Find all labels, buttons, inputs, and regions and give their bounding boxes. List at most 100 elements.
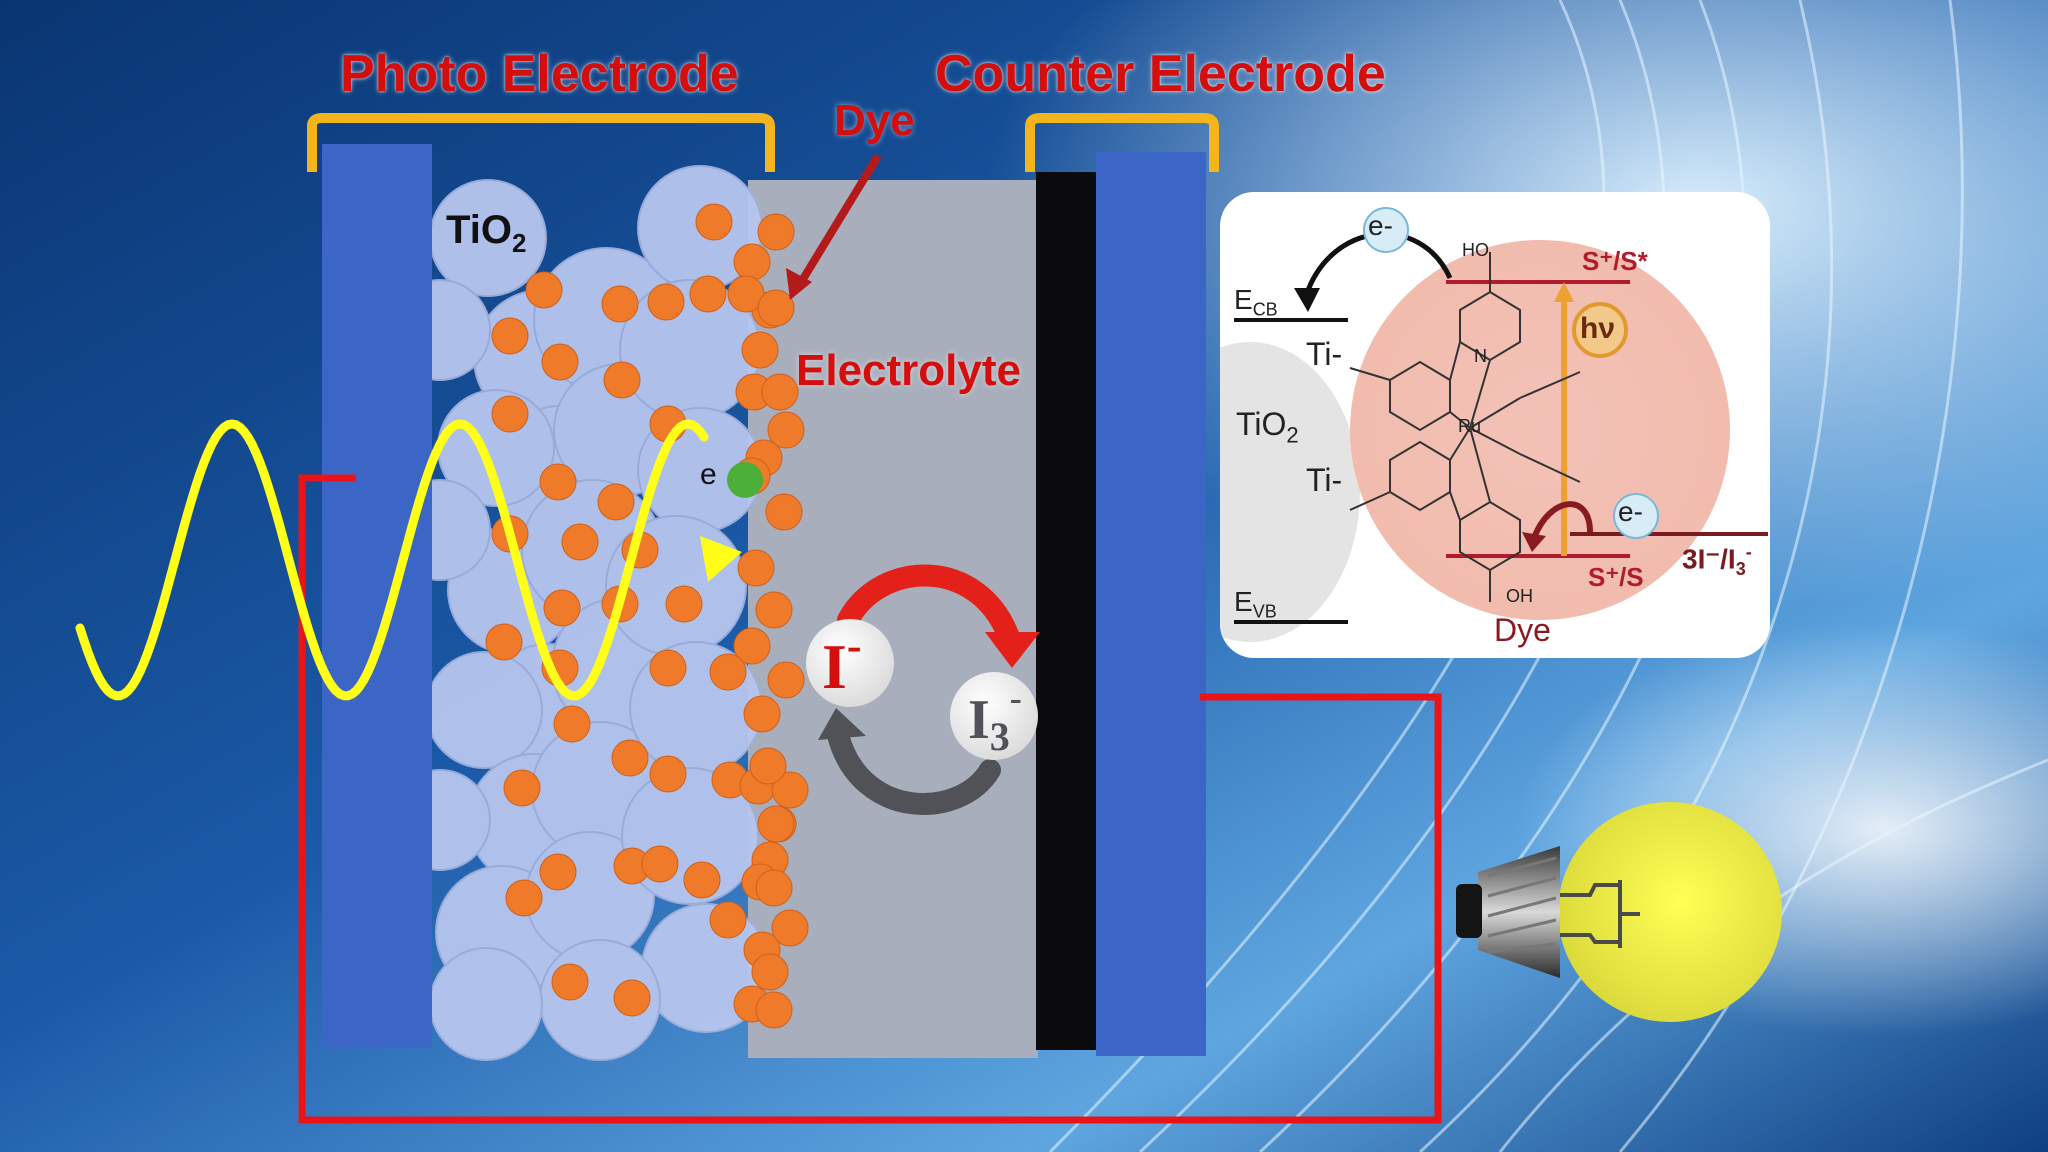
dye-molecule [733, 627, 771, 665]
photo-electrode-label: Photo Electrode [340, 45, 739, 103]
circuit-wire-top [1200, 693, 1442, 860]
dye-molecule [553, 705, 591, 743]
dye-molecule [695, 203, 733, 241]
nitrogen-label: N [1474, 346, 1487, 366]
electron-label: e [700, 458, 717, 491]
dye-pointer-arrowhead [786, 268, 812, 300]
ti-bottom-label: Ti- [1306, 462, 1343, 498]
triiodide-ion [950, 672, 1038, 760]
incoming-light-wave [75, 419, 709, 701]
redox-arrowhead-red [985, 632, 1040, 668]
dye-molecule [757, 289, 795, 327]
photo-electrode-bracket [307, 113, 775, 172]
redox-arrowhead-gray [818, 708, 866, 740]
dye-molecule [641, 845, 679, 883]
electrolyte-label: Electrolyte [796, 346, 1021, 395]
dye-molecule [491, 395, 529, 433]
dye-molecule [771, 909, 809, 947]
photon-badge [1572, 302, 1628, 358]
dye-molecule [709, 901, 747, 939]
dye-molecule [613, 979, 651, 1017]
dye-molecule [755, 991, 793, 1029]
dye-molecule [525, 271, 563, 309]
dye-molecule [751, 953, 789, 991]
excited-state-label: S⁺/S* [1582, 246, 1648, 276]
inset-electron-top-label: e- [1368, 210, 1393, 241]
dye-molecule [597, 483, 635, 521]
dye-molecule [541, 343, 579, 381]
dye-molecule [761, 373, 799, 411]
triiodide-label: I3- [968, 678, 1022, 759]
dye-molecule [485, 623, 523, 661]
dye-molecule [749, 747, 787, 785]
evb-label: EVB [1234, 586, 1277, 622]
dye-molecule [649, 649, 687, 687]
dye-molecule [611, 739, 649, 777]
redox-arrow-red [837, 564, 1021, 651]
dye-molecule [755, 591, 793, 629]
dye-molecule [491, 317, 529, 355]
iodide-ion [806, 619, 894, 707]
tio2-particle [429, 947, 543, 1061]
electron-badge-top [1363, 207, 1409, 253]
dye-molecule [757, 213, 795, 251]
dye-molecule [551, 963, 589, 1001]
dye-molecule [601, 285, 639, 323]
dye-pointer-arrow [796, 153, 882, 287]
counter-electrode-catalyst [1036, 172, 1098, 1050]
inset-tio2-label: TiO2 [1236, 406, 1299, 448]
ground-state-label: S⁺/S [1588, 562, 1644, 592]
dye-molecule [757, 805, 795, 843]
counter-electrode-bracket [1025, 113, 1219, 172]
dye-molecule [647, 283, 685, 321]
dye-molecule-circle [1350, 240, 1730, 620]
light-wave-arrowhead [700, 536, 742, 582]
dye-molecule [741, 331, 779, 369]
excitation-arrowhead [1554, 282, 1574, 302]
dye-molecule [665, 585, 703, 623]
inset-dye-label: Dye [1494, 612, 1551, 648]
dye-molecule [737, 549, 775, 587]
regeneration-arrowhead [1522, 532, 1546, 552]
dye-molecule [689, 275, 727, 313]
dye-molecule [683, 861, 721, 899]
inset-drawing [1220, 207, 1768, 642]
dye-molecule [755, 869, 793, 907]
inset-electron-bottom-label: e- [1618, 496, 1643, 527]
ruthenium-label: Ru [1458, 416, 1482, 436]
counter-electrode-plate [1096, 152, 1206, 1056]
dye-molecule [505, 879, 543, 917]
dye-molecule [543, 589, 581, 627]
ho-label: HO [1462, 240, 1489, 260]
dye-molecule [561, 523, 599, 561]
dye-molecule [709, 653, 747, 691]
regeneration-arrow [1531, 501, 1593, 540]
electron-badge-bottom [1613, 493, 1659, 539]
dye-molecule [539, 853, 577, 891]
energy-level-inset: e- e- ECB EVB Ti- Ti- TiO2 S⁺/S* S⁺/S hν… [1220, 192, 1770, 658]
dye-molecule [733, 243, 771, 281]
tio2-label: TiO2 [446, 208, 527, 258]
light-bulb [1456, 802, 1782, 1022]
dye-molecule [767, 411, 805, 449]
dye-molecule [767, 661, 805, 699]
dye-molecule [503, 769, 541, 807]
dye-molecule [649, 755, 687, 793]
dye-molecule [743, 695, 781, 733]
electron-dot [727, 462, 763, 498]
ruthenium-complex [1349, 252, 1581, 602]
oh-label: OH [1506, 586, 1533, 606]
ti-top-label: Ti- [1306, 336, 1343, 372]
dye-label: Dye [834, 96, 915, 145]
counter-electrode-label: Counter Electrode [935, 45, 1386, 103]
injection-arrowhead [1294, 288, 1320, 312]
redox-arrow-gray [827, 724, 1001, 815]
redox-couple-label: 3I⁻/I3- [1682, 542, 1752, 579]
dye-molecule [539, 463, 577, 501]
photo-electrode-plate [322, 144, 432, 1048]
tio2-particle-shade [1220, 342, 1360, 642]
tio2-particle [425, 651, 543, 769]
photon-label: hν [1580, 312, 1616, 345]
